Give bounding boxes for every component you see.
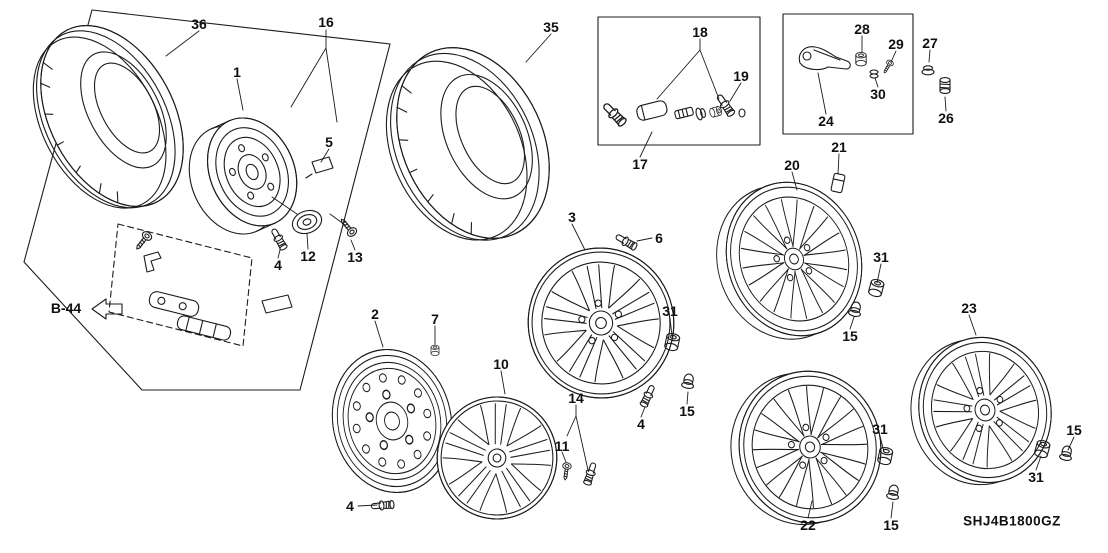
callout-15-b: 15 <box>842 328 858 344</box>
callout-29: 29 <box>888 36 904 52</box>
tool-hook-drawing <box>143 251 162 273</box>
cap-nut-15-a-drawing <box>680 372 697 390</box>
tire-36-drawing <box>32 24 184 209</box>
callout-13: 13 <box>347 249 363 265</box>
tpms-sensor-box <box>597 16 761 146</box>
callout-1: 1 <box>233 64 241 80</box>
valve-6-drawing <box>613 231 639 253</box>
wheel-23-drawing <box>910 336 1052 486</box>
callout-31-c: 31 <box>872 421 888 437</box>
callout-27: 27 <box>922 35 938 51</box>
reference-b44: B-44 <box>50 300 82 316</box>
callout-7: 7 <box>431 311 439 327</box>
callout-4-left: 4 <box>274 257 282 273</box>
small-parts-group <box>268 156 1075 512</box>
callout-3: 3 <box>568 209 576 225</box>
screw-11-drawing <box>560 461 573 481</box>
callout-35: 35 <box>543 19 559 35</box>
wheel-20-drawing <box>716 181 863 340</box>
wheel-2-drawing <box>331 348 453 494</box>
callout-36: 36 <box>191 16 207 32</box>
cap-nut-15-c-drawing <box>885 483 902 501</box>
tool-plate-a-drawing <box>148 291 200 317</box>
b44-arrow-icon <box>91 298 123 320</box>
callout-21: 21 <box>831 139 847 155</box>
leader-lines <box>165 29 1075 519</box>
wheel-cover-10-drawing <box>436 396 558 520</box>
callout-30: 30 <box>870 86 886 102</box>
valve-14-drawing <box>581 461 599 487</box>
wheel-22-drawing <box>730 370 882 526</box>
center-cap-12-drawing <box>291 209 323 235</box>
sensor-kit-box <box>782 13 951 135</box>
callout-4-b: 4 <box>346 498 354 514</box>
callout-5: 5 <box>325 134 333 150</box>
callout-19: 19 <box>733 68 749 84</box>
callout-14: 14 <box>568 390 584 406</box>
wheel-3-drawing <box>527 247 675 399</box>
callout-22: 22 <box>800 517 816 533</box>
callout-6: 6 <box>655 230 663 246</box>
callout-23: 23 <box>961 300 977 316</box>
tool-kit-dashed-box <box>108 223 253 347</box>
valve-4-a-drawing <box>638 383 658 409</box>
callout-26: 26 <box>938 110 954 126</box>
weight-21-drawing <box>830 172 846 194</box>
callout-2: 2 <box>371 306 379 322</box>
callout-31-a: 31 <box>662 303 678 319</box>
callout-12: 12 <box>300 248 316 264</box>
tool-plate-b-drawing <box>176 315 232 341</box>
callout-15-d: 15 <box>1066 422 1082 438</box>
callout-15-c: 15 <box>883 517 899 533</box>
caution-tag-drawing <box>261 294 293 314</box>
weight-5-drawing <box>305 156 334 179</box>
callout-18: 18 <box>692 24 708 40</box>
callout-28: 28 <box>854 21 870 37</box>
lug-nut-31-b-drawing <box>867 277 886 299</box>
assembly-boundary <box>23 9 391 391</box>
callout-15-a: 15 <box>679 403 695 419</box>
valve-4-left-drawing <box>268 226 290 252</box>
callout-4-a: 4 <box>637 416 645 432</box>
callout-31-d: 31 <box>1028 469 1044 485</box>
callout-16: 16 <box>318 14 334 30</box>
tool-kit-group <box>91 223 293 347</box>
diagram-code: SHJ4B1800GZ <box>963 513 1061 529</box>
clip-7-drawing <box>430 344 440 356</box>
tool-bolt-drawing <box>132 229 154 253</box>
callout-24: 24 <box>818 113 834 129</box>
callout-11: 11 <box>554 438 570 454</box>
cap-nut-15-d-drawing <box>1058 444 1075 462</box>
callout-10: 10 <box>493 356 509 372</box>
callout-17: 17 <box>632 156 648 172</box>
callout-31-b: 31 <box>873 249 889 265</box>
tire-35-drawing <box>385 47 550 241</box>
callout-20: 20 <box>784 157 800 173</box>
